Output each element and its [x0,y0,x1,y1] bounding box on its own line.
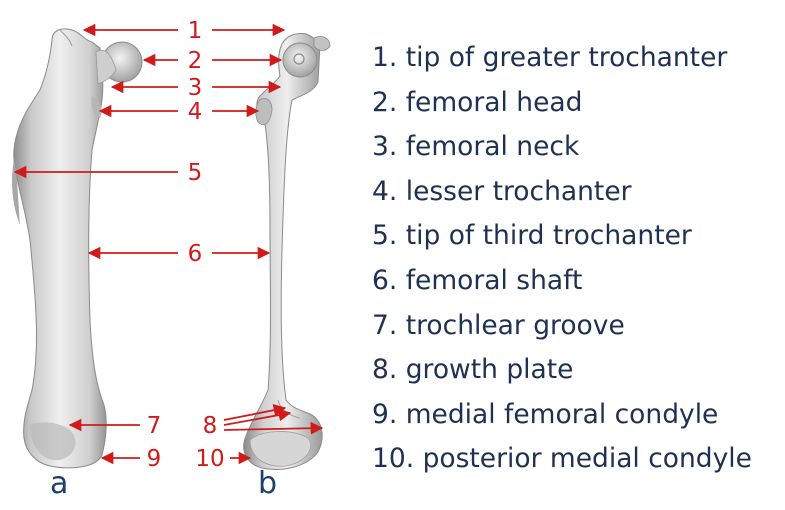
legend-item: 5. tip of third trochanter [372,214,752,259]
callout-2: 2 [188,48,203,74]
callout-8: 8 [203,413,218,439]
callout-3: 3 [188,75,203,101]
legend-list: 1. tip of greater trochanter 2. femoral … [372,36,752,482]
legend-item: 9. medial femoral condyle [372,393,752,438]
callout-1: 1 [188,18,203,44]
legend-item: 1. tip of greater trochanter [372,36,752,81]
legend-item: 4. lesser trochanter [372,170,752,215]
view-label-a: a [50,466,68,501]
legend-item: 10. posterior medial condyle [372,437,752,482]
callout-6: 6 [188,241,203,267]
callout-4: 4 [188,99,203,125]
femur-b [244,33,330,469]
legend-item: 7. trochlear groove [372,304,752,349]
callout-9: 9 [147,446,162,472]
femur-a [12,29,142,468]
callout-5: 5 [188,160,203,186]
legend-item: 2. femoral head [372,81,752,126]
callout-10: 10 [195,446,224,472]
view-label-b: b [258,466,277,501]
legend-item: 3. femoral neck [372,125,752,170]
legend-item: 8. growth plate [372,348,752,393]
legend-item: 6. femoral shaft [372,259,752,304]
callout-7: 7 [147,413,162,439]
